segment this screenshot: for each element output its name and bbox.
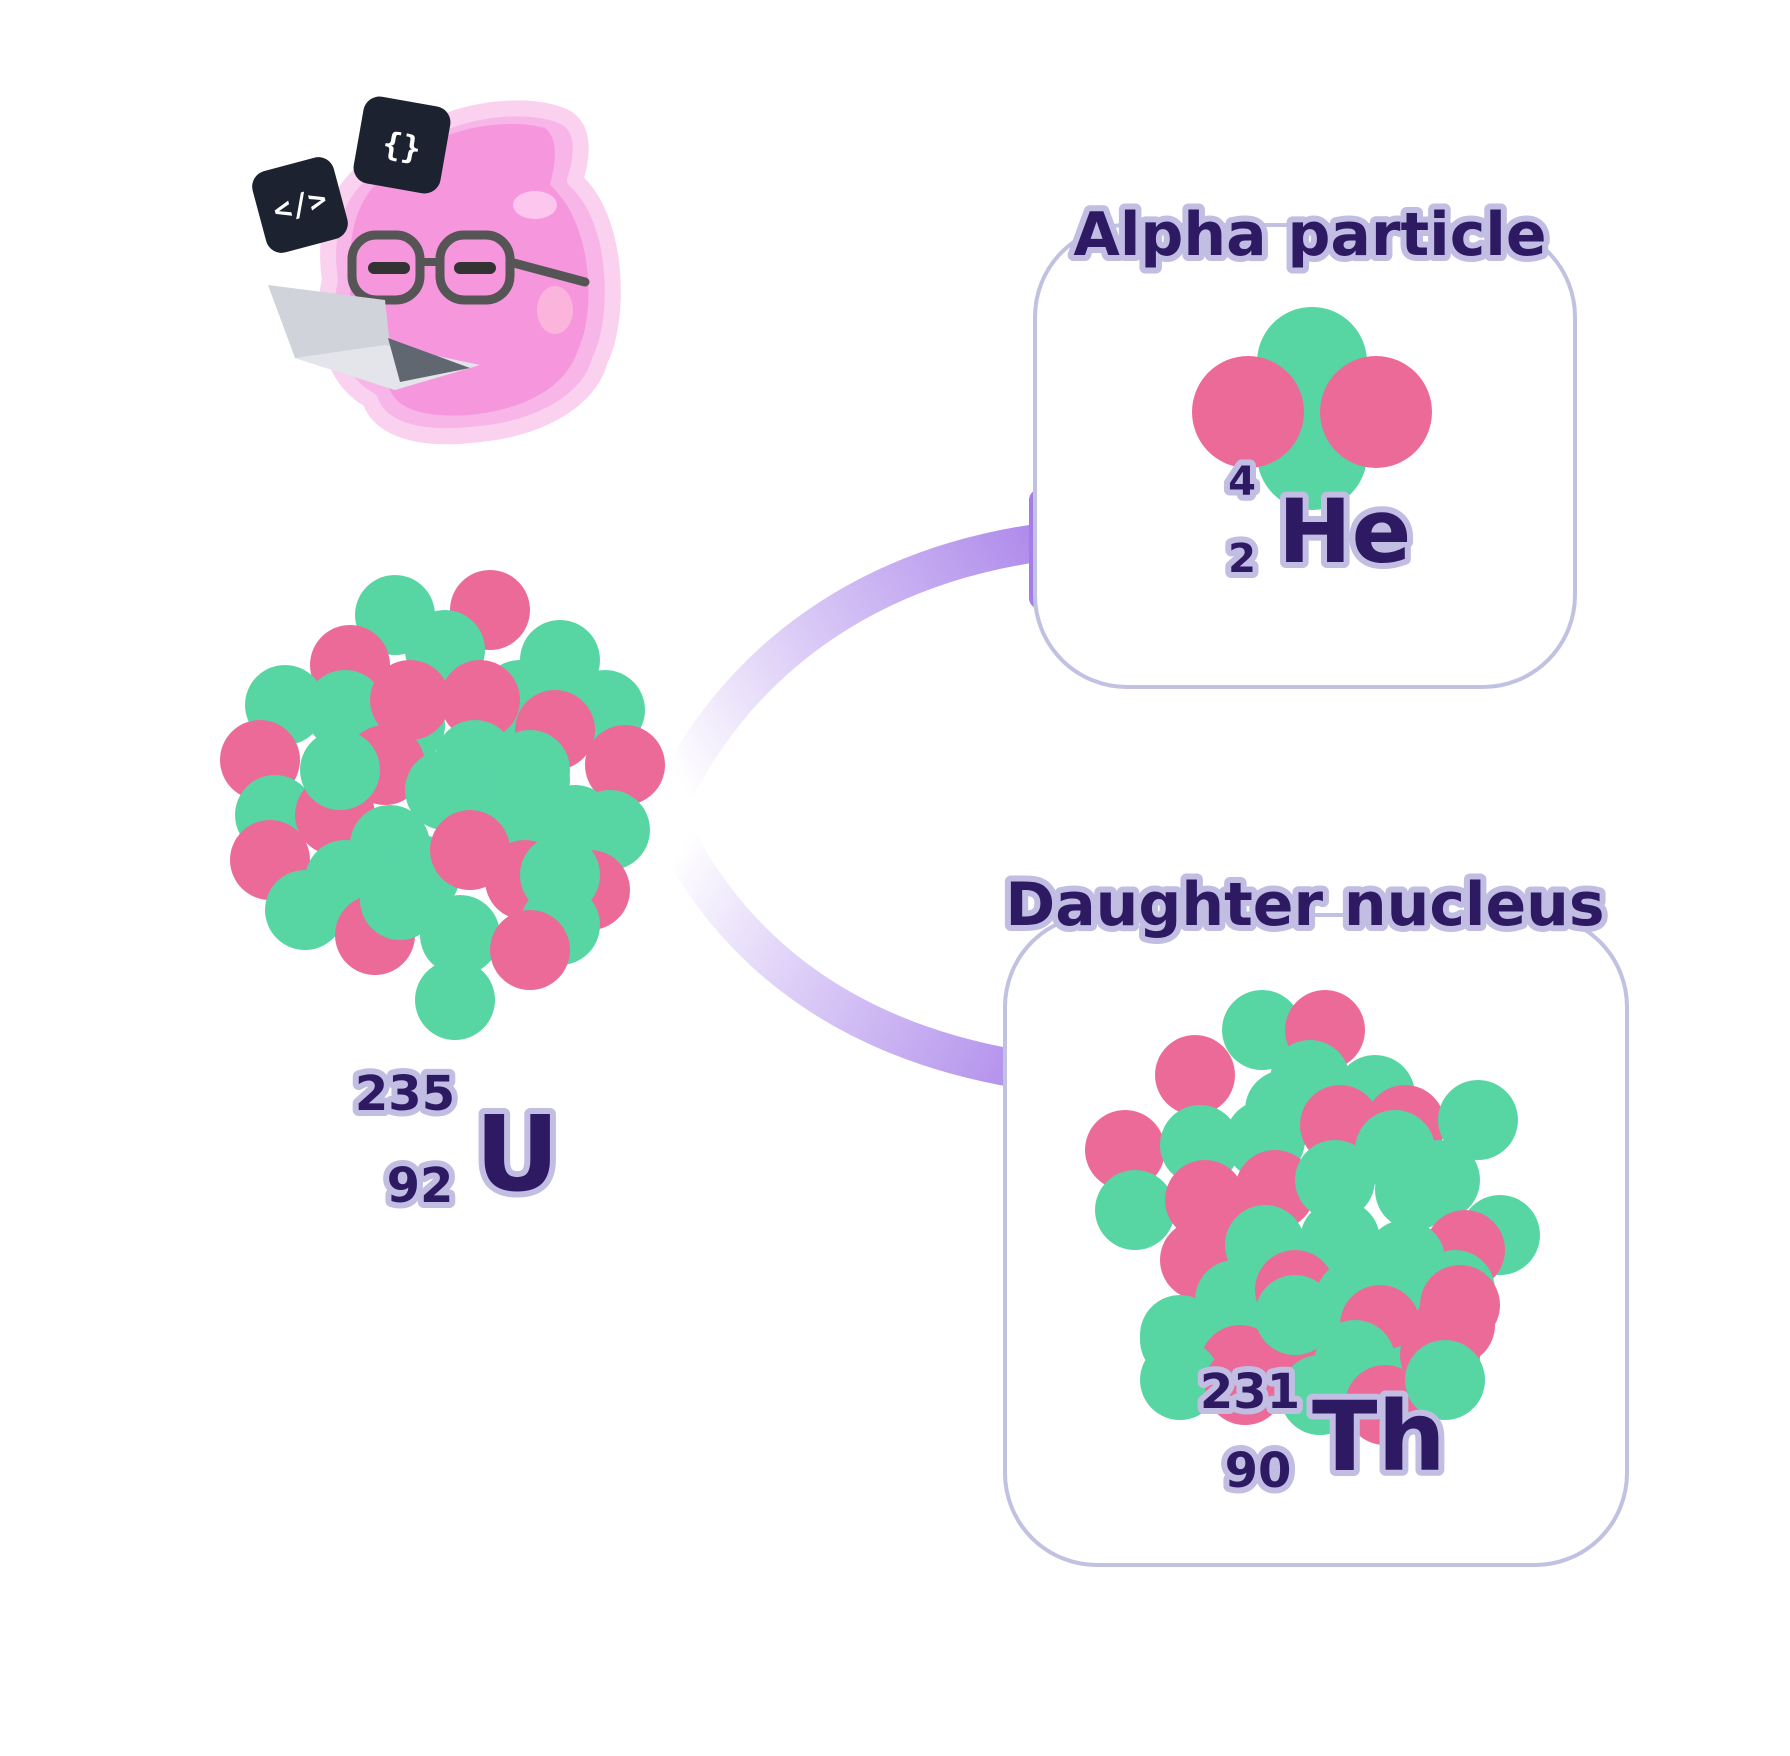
neutron	[1255, 1275, 1335, 1355]
neutron	[420, 895, 500, 975]
neutron	[1140, 1340, 1220, 1420]
neutron	[1438, 1080, 1518, 1160]
neutron	[1405, 1340, 1485, 1420]
neutron	[1375, 1150, 1455, 1230]
proton	[430, 810, 510, 890]
alpha-particle-title: Alpha particle	[1073, 200, 1546, 270]
proton	[1192, 356, 1304, 468]
neutron	[265, 870, 345, 950]
parent-nucleus-panel: 235 92 U	[220, 570, 665, 1221]
daughter-nucleus-panel: Daughter nucleus 231 90 Th	[999, 864, 1629, 1567]
neutron	[490, 730, 570, 810]
alpha-particle-panel: Alpha particle 4 2 He	[1033, 194, 1577, 689]
neutron	[360, 860, 440, 940]
proton	[1085, 1110, 1165, 1190]
mascot-icon: </> {}	[252, 96, 621, 445]
proton	[370, 660, 450, 740]
neutron	[1222, 990, 1302, 1070]
daughter-mass-number: 231	[1200, 1364, 1300, 1420]
laptop-icon	[268, 285, 480, 390]
proton	[1155, 1035, 1235, 1115]
proton	[440, 660, 520, 740]
neutron	[520, 835, 600, 915]
parent-atomic-number: 92	[387, 1158, 454, 1214]
proton	[1320, 356, 1432, 468]
braces-glyph: {}	[380, 124, 425, 168]
alpha-atomic-number: 2	[1228, 536, 1256, 582]
daughter-nucleus-cluster	[1085, 990, 1540, 1445]
daughter-atomic-number: 90	[1225, 1443, 1292, 1499]
glasses-icon	[347, 230, 590, 305]
alpha-symbol: He	[1278, 480, 1411, 583]
proton	[1345, 1365, 1425, 1445]
neutron	[305, 670, 385, 750]
neutron	[1095, 1170, 1175, 1250]
parent-symbol: U	[475, 1093, 559, 1215]
proton	[585, 725, 665, 805]
proton	[1165, 1160, 1245, 1240]
html-tag-icon: </>	[252, 157, 348, 253]
daughter-symbol: Th	[1312, 1381, 1446, 1493]
parent-nucleus-cluster	[220, 570, 665, 1040]
neutron	[415, 960, 495, 1040]
neutron	[405, 750, 485, 830]
alpha-particle-nucleus	[1192, 307, 1432, 510]
neutron	[1295, 1140, 1375, 1220]
neutron	[1280, 1355, 1360, 1435]
daughter-nucleus-title: Daughter nucleus	[1005, 870, 1604, 940]
proton	[490, 910, 570, 990]
neutron	[300, 730, 380, 810]
parent-mass-number: 235	[355, 1066, 455, 1122]
proton	[1205, 1345, 1285, 1425]
braces-icon: {}	[353, 96, 451, 194]
alpha-mass-number: 4	[1228, 459, 1256, 505]
